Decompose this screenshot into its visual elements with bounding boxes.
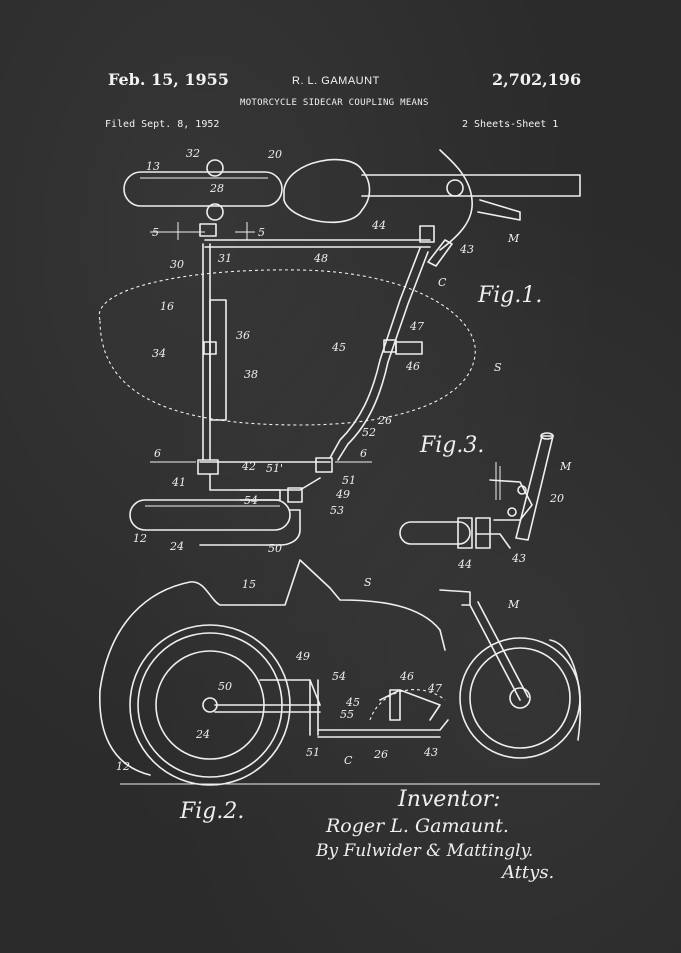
figure-3-drawing <box>399 432 554 549</box>
ref-label: 46 <box>405 360 420 373</box>
figure-2-caption: Fig.2. <box>179 799 244 824</box>
ref-label: 42 <box>241 460 256 473</box>
ref-label: 36 <box>236 329 250 342</box>
ref-label: 53 <box>330 504 344 517</box>
ref-label: 48 <box>313 252 328 265</box>
ref-label: 49 <box>335 488 350 501</box>
attorney-line: By Fulwider & Mattingly. <box>315 841 533 861</box>
ref-label: 54 <box>332 670 346 683</box>
ref-label: M <box>507 232 520 245</box>
figure-2-drawing <box>99 559 600 786</box>
ref-label: 43 <box>423 746 438 759</box>
ref-label: 12 <box>133 532 147 545</box>
ref-label: 15 <box>242 578 256 591</box>
ref-label: 24 <box>169 540 184 553</box>
ref-label: 28 <box>209 182 224 195</box>
ref-label: 16 <box>160 300 174 313</box>
filed-date: Filed Sept. 8, 1952 <box>105 119 220 130</box>
ref-label: 45 <box>331 341 346 354</box>
patent-date: Feb. 15, 1955 <box>108 70 229 89</box>
ref-label: 51' <box>266 462 283 475</box>
figure-1-drawing <box>98 149 581 546</box>
ref-label: 13 <box>146 160 160 173</box>
ref-label: 31 <box>218 252 232 265</box>
ref-label: 51 <box>306 746 320 759</box>
ref-label: 41 <box>171 476 186 489</box>
ref-label: 47 <box>427 682 442 695</box>
figure-1-caption: Fig.1. <box>477 283 542 308</box>
ref-label: 52 <box>362 426 376 439</box>
figure-3-caption: Fig.3. <box>419 433 484 458</box>
ref-label: C <box>344 754 353 767</box>
ref-label: 12 <box>116 760 130 773</box>
ref-label: 49 <box>295 650 310 663</box>
ref-label: M <box>507 598 520 611</box>
ref-label: 43 <box>459 243 474 256</box>
ref-label: 47 <box>409 320 424 333</box>
ref-label: 26 <box>373 748 388 761</box>
ref-label: C <box>438 276 447 289</box>
ref-label: 32 <box>186 147 200 160</box>
ref-label: 20 <box>267 148 282 161</box>
inventor-header: R. L. GAMAUNT <box>292 75 380 87</box>
ref-label: 38 <box>244 368 258 381</box>
ref-label: 6 <box>360 447 367 460</box>
ref-label: 44 <box>371 219 386 232</box>
ref-label: 5 <box>258 226 265 239</box>
ref-label: 44 <box>457 558 472 571</box>
ref-label: 45 <box>345 696 360 709</box>
ref-label: 30 <box>170 258 184 271</box>
ref-label: S <box>364 576 372 589</box>
sheet-count: 2 Sheets-Sheet 1 <box>462 119 559 130</box>
ref-label: 6 <box>154 447 161 460</box>
ref-label: 50 <box>218 680 232 693</box>
ref-label: S <box>494 361 502 374</box>
ref-label: 54 <box>244 494 258 507</box>
ref-label: 43 <box>511 552 526 565</box>
ref-label: 55 <box>340 708 354 721</box>
ref-label: 20 <box>549 492 564 505</box>
ref-label: 50 <box>268 542 282 555</box>
ref-label: 46 <box>399 670 414 683</box>
inventor-label: Inventor: <box>397 787 501 812</box>
patent-title: MOTORCYCLE SIDECAR COUPLING MEANS <box>240 98 429 108</box>
reference-labels: 13 32 20 28 5 30 31 5 44 M 43 48 C 16 36… <box>116 147 572 773</box>
ref-label: 26 <box>377 414 392 427</box>
attorneys-label: Attys. <box>500 862 554 883</box>
inventor-signature: Roger L. Gamaunt. <box>325 815 509 837</box>
ref-label: 5 <box>152 226 159 239</box>
ref-label: 24 <box>195 728 210 741</box>
ref-label: 34 <box>152 347 166 360</box>
ref-label: M <box>559 460 572 473</box>
patent-number: 2,702,196 <box>492 70 582 89</box>
ref-label: 51 <box>342 474 356 487</box>
